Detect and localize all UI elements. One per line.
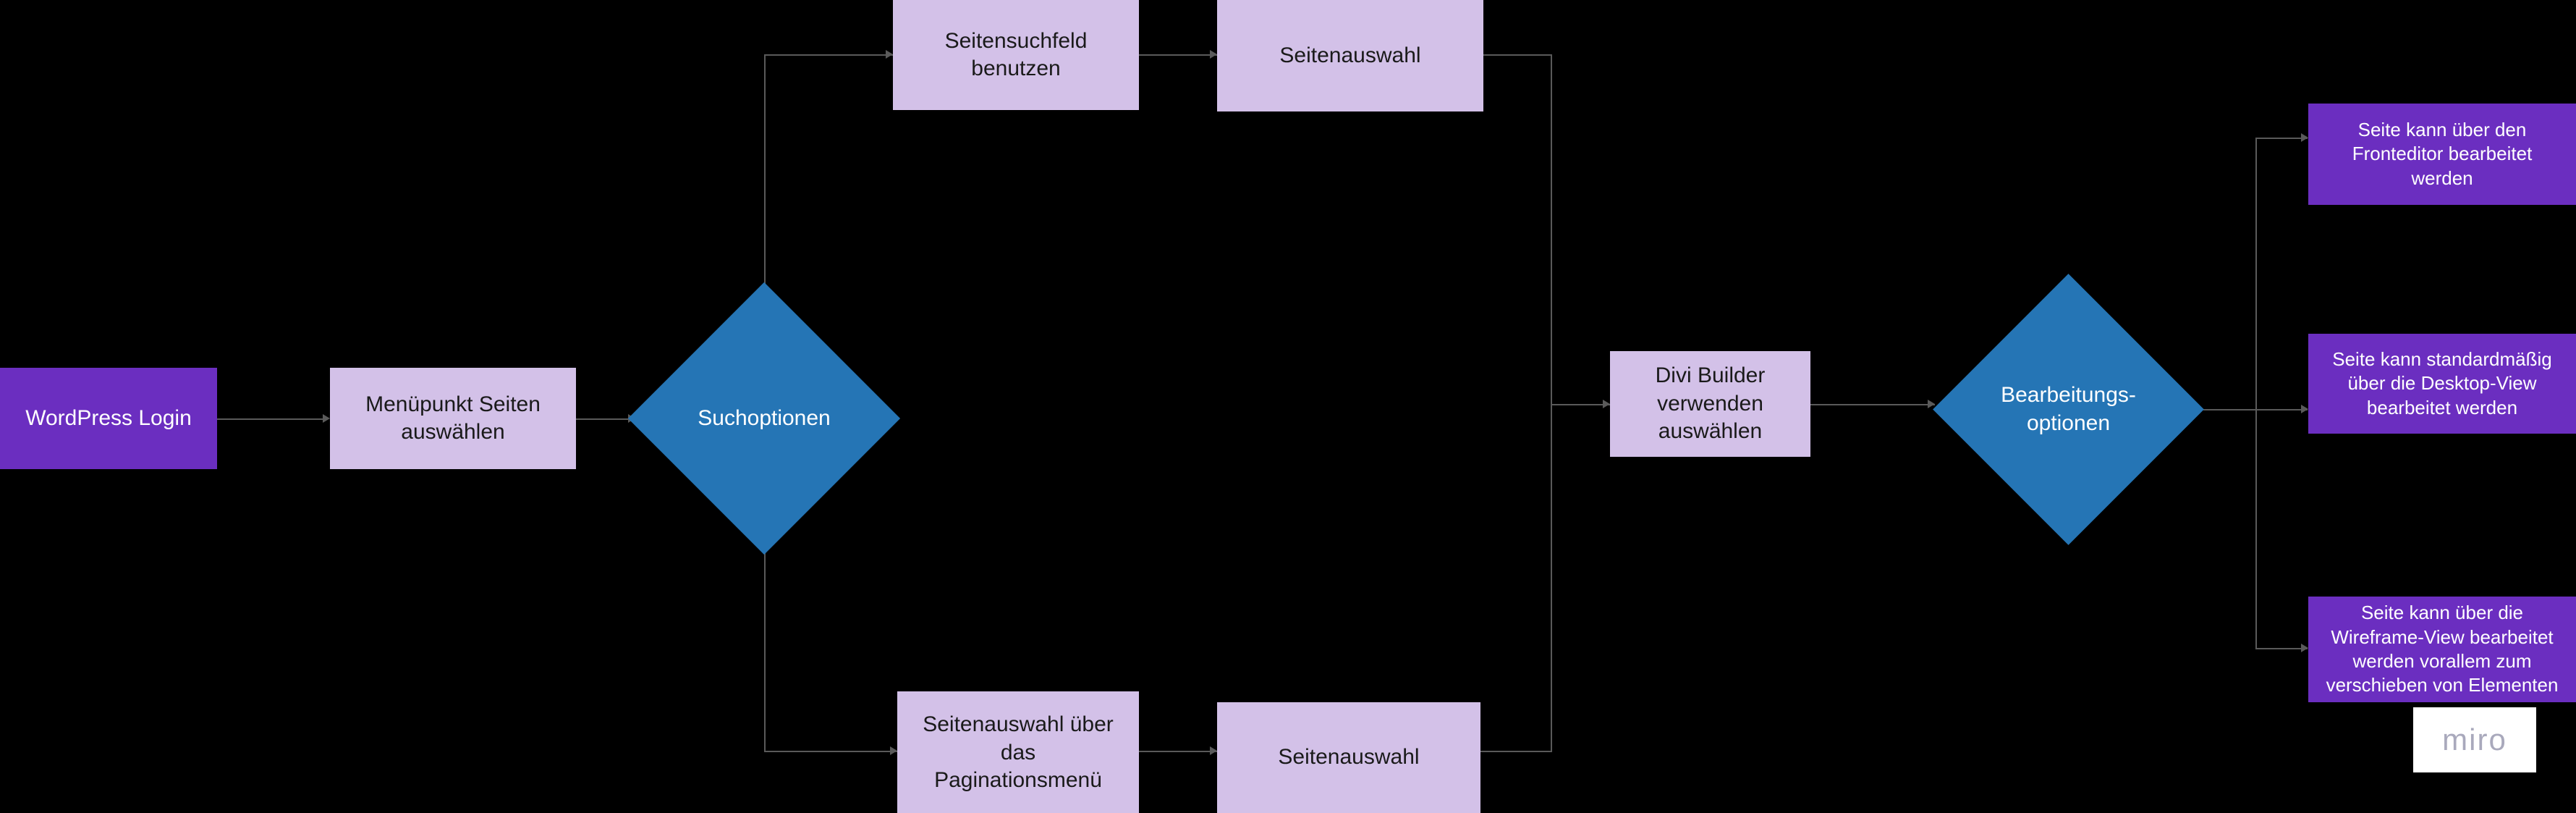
node-menuepunkt-seiten-label: Menüpunkt Seiten auswählen xyxy=(365,392,541,444)
arrowhead-seitensuchfeld-to-seitenauswahl xyxy=(1210,50,1217,59)
arrowhead-trunk-to-divi-builder xyxy=(1603,400,1610,408)
edge-seitenauswahl-top-to-trunk xyxy=(1483,54,1552,56)
node-bearbeitungsoptionen-label: Bearbeitungs- optionen xyxy=(2001,383,2136,435)
node-seitenauswahl-bottom-label: Seitenauswahl xyxy=(1278,745,1420,770)
node-menuepunkt-seiten[interactable]: Menüpunkt Seiten auswählen xyxy=(330,368,576,469)
arrowhead-suchoptionen-to-seitensuchfeld xyxy=(886,50,893,59)
arrowhead-trunk-to-fronteditor xyxy=(2301,133,2308,142)
edge-suchoptionen-top-horizontal xyxy=(764,54,893,56)
edge-seitensuchfeld-to-seitenauswahl xyxy=(1139,54,1217,56)
edge-trunk-to-divi-builder xyxy=(1551,404,1610,405)
node-wireframe-view-label: Seite kann über die Wireframe-View bearb… xyxy=(2326,602,2559,696)
arrowhead-trunk-to-wireframe-view xyxy=(2301,644,2308,652)
node-divi-builder-label: Divi Builder verwenden auswählen xyxy=(1655,363,1766,444)
edge-menuepunkt-to-suchoptionen xyxy=(576,418,634,420)
edge-suchoptionen-bottom-horizontal xyxy=(764,751,897,752)
arrowhead-trunk-to-desktop-view xyxy=(2301,405,2308,413)
edge-trunk-to-wireframe-view xyxy=(2255,648,2308,649)
edge-trunk-to-fronteditor xyxy=(2255,138,2308,139)
arrowhead-divi-builder-to-bearbeitungsoptionen xyxy=(1928,400,1935,408)
edge-divi-builder-to-bearbeitungsoptionen xyxy=(1810,404,1935,405)
node-paginationsmenue-label: Seitenauswahl über das Paginationsmenü xyxy=(923,712,1114,793)
node-suchoptionen-label: Suchoptionen xyxy=(698,405,831,430)
edge-suchoptionen-bottom-vertical xyxy=(764,552,766,752)
node-divi-builder[interactable]: Divi Builder verwenden auswählen xyxy=(1610,351,1810,457)
node-desktop-view-label: Seite kann standardmäßig über die Deskto… xyxy=(2332,348,2552,418)
edge-trunk-to-desktop-view xyxy=(2255,409,2308,410)
edge-seitenauswahl-merge-trunk xyxy=(1551,54,1552,752)
node-seitensuchfeld[interactable]: Seitensuchfeld benutzen xyxy=(893,0,1139,110)
node-wordpress-login[interactable]: WordPress Login xyxy=(0,368,217,469)
edge-login-to-menuepunkt xyxy=(217,418,324,420)
node-desktop-view[interactable]: Seite kann standardmäßig über die Deskto… xyxy=(2308,334,2576,434)
miro-watermark: miro xyxy=(2413,707,2536,772)
edge-bearbeitungsoptionen-to-trunk xyxy=(2203,409,2257,410)
node-wireframe-view[interactable]: Seite kann über die Wireframe-View bearb… xyxy=(2308,597,2576,702)
node-fronteditor[interactable]: Seite kann über den Fronteditor bearbeit… xyxy=(2308,104,2576,205)
node-seitensuchfeld-label: Seitensuchfeld benutzen xyxy=(944,28,1088,80)
miro-watermark-label: miro xyxy=(2442,723,2507,757)
node-suchoptionen[interactable]: Suchoptionen xyxy=(627,282,901,555)
arrowhead-suchoptionen-to-paginationsmenue xyxy=(890,746,897,755)
node-paginationsmenue[interactable]: Seitenauswahl über das Paginationsmenü xyxy=(897,691,1139,813)
node-bearbeitungsoptionen[interactable]: Bearbeitungs- optionen xyxy=(1933,274,2204,545)
edge-bearbeitungsoptionen-branch-trunk xyxy=(2255,138,2257,649)
edge-paginationsmenue-to-seitenauswahl xyxy=(1139,751,1217,752)
node-fronteditor-label: Seite kann über den Fronteditor bearbeit… xyxy=(2352,119,2533,189)
edge-seitenauswahl-bottom-to-trunk xyxy=(1480,751,1552,752)
node-wordpress-login-label: WordPress Login xyxy=(25,405,192,430)
node-seitenauswahl-bottom[interactable]: Seitenauswahl xyxy=(1217,702,1480,813)
edge-suchoptionen-top-vertical xyxy=(764,54,766,285)
node-seitenauswahl-top-label: Seitenauswahl xyxy=(1279,43,1421,67)
node-seitenauswahl-top[interactable]: Seitenauswahl xyxy=(1217,0,1483,111)
arrowhead-login-to-menuepunkt xyxy=(323,414,330,423)
arrowhead-paginationsmenue-to-seitenauswahl xyxy=(1210,746,1217,755)
